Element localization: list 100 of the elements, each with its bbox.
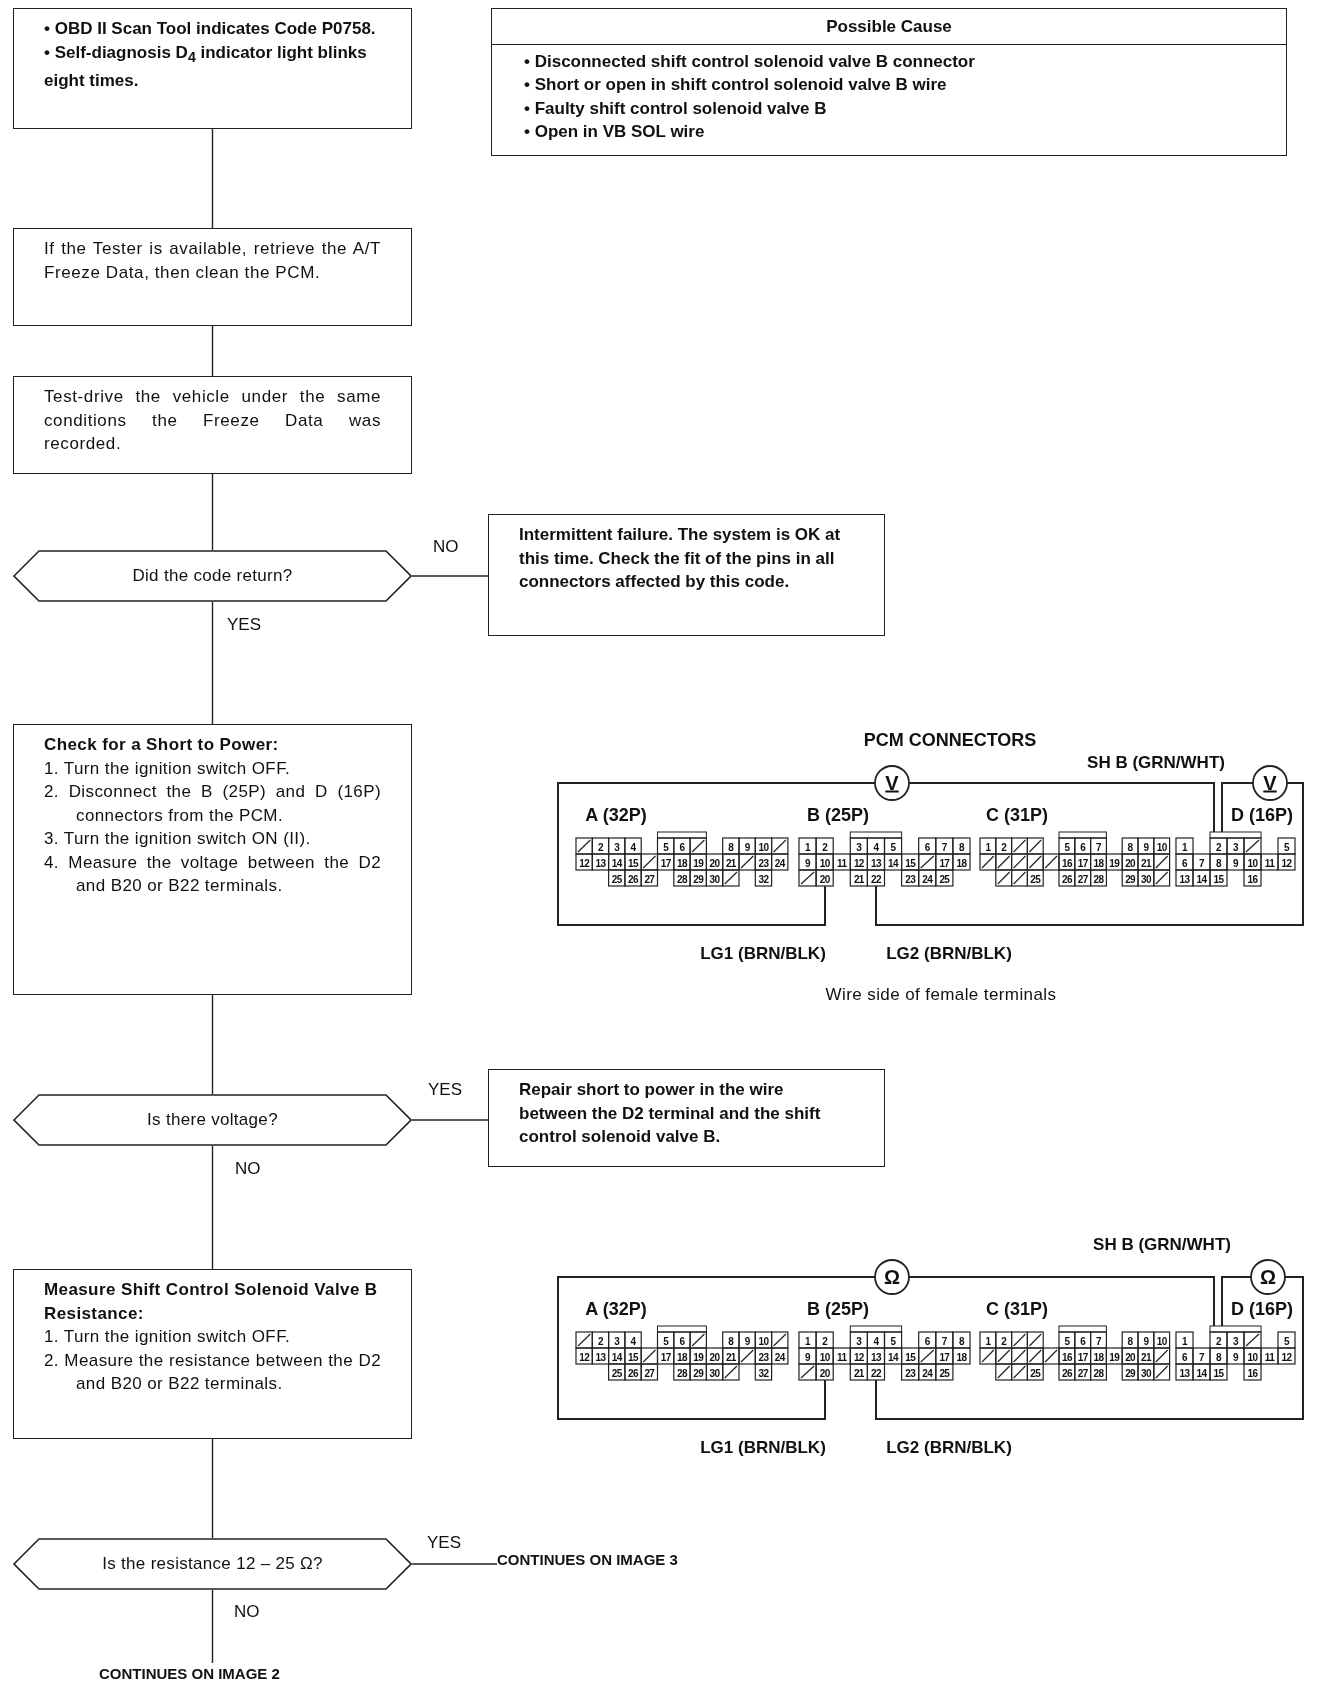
pin-number: 10 (1156, 841, 1167, 852)
pin-number: 8 (728, 1335, 734, 1346)
pin-number: 26 (1061, 1367, 1072, 1378)
pin-number: 25 (611, 873, 622, 884)
pin-number: 5 (1064, 841, 1070, 852)
pin-number: 1 (1182, 841, 1187, 852)
pin-number: 8 (958, 841, 964, 852)
pin-number: 13 (1179, 873, 1190, 884)
pin-number: 2 (1001, 1335, 1007, 1346)
pin-number: 28 (676, 1367, 687, 1378)
pin-number: 20 (819, 1367, 830, 1378)
cause-item: • Short or open in shift control solenoid valve B wire (523, 74, 948, 96)
pin-number: 3 (1233, 841, 1238, 852)
wire-label: LG2 (BRN/BLK) (886, 944, 1012, 964)
pin-number: 15 (905, 1351, 916, 1362)
connector-line (211, 325, 214, 377)
pin-number: 23 (905, 873, 916, 884)
pin-number: 11 (837, 857, 847, 868)
pin-number: 2 (822, 1335, 828, 1346)
pin-number: 3 (614, 1335, 620, 1346)
pin-number: 5 (1284, 841, 1289, 852)
pin-number: 3 (614, 841, 620, 852)
pin-number: 10 (819, 857, 830, 868)
pin-number: 4 (630, 1335, 636, 1346)
step-text: 2. Measure the resistance between the D2 and B20 or B22 terminals. (44, 1349, 381, 1395)
meter-symbol: Ω (1260, 1265, 1276, 1289)
pin-number: 15 (1213, 873, 1224, 884)
pin-number: 7 (941, 1335, 947, 1346)
pin-number: 18 (676, 1351, 687, 1362)
pin-number: 21 (853, 873, 864, 884)
pin-number: 9 (744, 841, 750, 852)
step-text: • OBD II Scan Tool indicates Code P0758. (44, 18, 377, 40)
pin-number: 20 (709, 857, 720, 868)
pin-number: 7 (1199, 1351, 1204, 1362)
pin-number: 9 (1233, 857, 1238, 868)
pin-number: 20 (1125, 857, 1136, 868)
pin-number: 6 (924, 841, 930, 852)
wire-label: SH B (GRN/WHT) (1087, 753, 1225, 773)
pin-number: 10 (758, 841, 769, 852)
pin-number: 3 (856, 841, 862, 852)
pin-number: 8 (958, 1335, 964, 1346)
pin-number: 17 (1077, 857, 1088, 868)
pin-number: 14 (611, 857, 622, 868)
pin-number: 16 (1247, 1367, 1258, 1378)
pin-number: 14 (611, 1351, 622, 1362)
pin-number: 13 (870, 857, 881, 868)
pin-number: 19 (1109, 857, 1120, 868)
connector-line (211, 1589, 214, 1664)
pin-number: 12 (579, 1351, 590, 1362)
pin-number: 3 (1233, 1335, 1238, 1346)
pin-number: 10 (819, 1351, 830, 1362)
pin-number: 27 (644, 873, 655, 884)
pin-number: 9 (805, 857, 811, 868)
pin-number: 30 (709, 873, 720, 884)
step-box (488, 514, 885, 636)
connector-line (211, 994, 214, 1095)
step-text: 4. Measure the voltage between the D2 and B20 or B22 terminals. (44, 851, 381, 897)
pin-number: 5 (890, 1335, 896, 1346)
pin-number: 23 (905, 1367, 916, 1378)
pin-number: 8 (1127, 1335, 1133, 1346)
cause-item: • Disconnected shift control solenoid valve B connector (523, 50, 976, 73)
wire-label: LG1 (BRN/BLK) (700, 944, 826, 964)
pin-number: 3 (856, 1335, 862, 1346)
pin-number: 6 (1080, 1335, 1086, 1346)
pin-number: 14 (888, 1351, 898, 1362)
pin-number: 26 (628, 873, 638, 884)
pin-number: 9 (805, 1351, 811, 1362)
step-text: 1. Turn the ignition switch OFF. (44, 757, 292, 780)
connector-name: B (25P) (807, 804, 869, 826)
wire-label: LG1 (BRN/BLK) (700, 1438, 826, 1458)
pin-number: 2 (597, 841, 603, 852)
pin-number: 10 (1156, 1335, 1167, 1346)
connector-name: D (16P) (1231, 804, 1293, 826)
pin-number: 2 (1216, 1335, 1221, 1346)
pin-number: 8 (1127, 841, 1133, 852)
connector-line (411, 575, 489, 577)
wire-label: SH B (GRN/WHT) (1093, 1235, 1231, 1255)
pin-number: 20 (709, 1351, 720, 1362)
table-heading: Possible Cause (492, 9, 1286, 45)
pin-number: 2 (597, 1335, 603, 1346)
pin-number: 30 (709, 1367, 720, 1378)
pin-number: 25 (1030, 873, 1041, 884)
step-box (13, 376, 412, 474)
step-text: 3. Turn the ignition switch ON (II). (44, 828, 312, 850)
step-box (13, 228, 412, 326)
step-text: Intermittent failure. The system is OK at this time. Check the fit of the pins in all connectors affected by this code. (519, 524, 842, 593)
question-text: Did the code return? (131, 565, 294, 588)
pin-number: 18 (956, 1351, 967, 1362)
step-text: 2. Disconnect the B (25P) and D (16P) connectors from the PCM. (44, 781, 381, 827)
continuation-text: CONTINUES ON IMAGE 2 (99, 1663, 329, 1685)
question-text: Is the resistance 12 – 25 Ω? (101, 1553, 324, 1576)
pin-number: 26 (628, 1367, 638, 1378)
pin-number: 2 (822, 841, 828, 852)
pin-number: 21 (725, 857, 736, 868)
pin-number: 14 (888, 857, 898, 868)
pin-number: 15 (628, 1351, 638, 1362)
connector-title: PCM CONNECTORS (863, 729, 1037, 751)
step-heading: Measure Shift Control Solenoid Valve B Resistance: (44, 1279, 379, 1325)
question-text: Is there voltage? (146, 1109, 279, 1132)
pin-number: 29 (1125, 1367, 1136, 1378)
